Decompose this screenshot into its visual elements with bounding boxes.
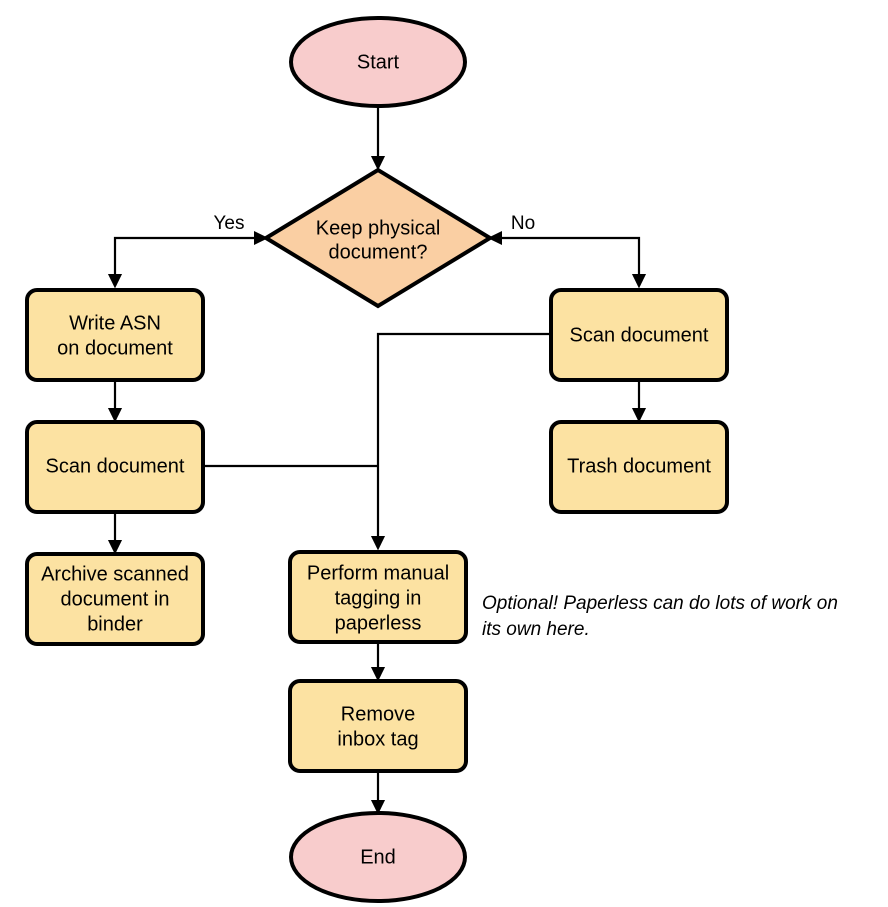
scan-document-right-label: Scan document	[570, 324, 709, 346]
remove-inbox-label-line2: inbox tag	[337, 728, 418, 750]
node-perform-manual-tagging[interactable]: Perform manual tagging in paperless	[288, 550, 468, 644]
decision-label-line2: document?	[329, 241, 428, 263]
edge-scan-right-to-tagging	[370, 332, 551, 551]
scan-document-left-label: Scan document	[46, 455, 185, 477]
node-remove-inbox-tag[interactable]: Remove inbox tag	[288, 679, 468, 773]
write-asn-box[interactable]	[25, 288, 205, 382]
edge-labels-layer: Yes No	[214, 213, 536, 234]
node-write-asn-on-document[interactable]: Write ASN on document	[25, 288, 205, 382]
edge-decision-yes-to-write-asn	[107, 230, 269, 289]
tagging-box[interactable]	[288, 550, 468, 644]
node-start[interactable]: Start	[289, 16, 467, 108]
note-line-1: Optional! Paperless can do lots of work …	[482, 593, 838, 614]
remove-inbox-tag-box[interactable]	[288, 679, 468, 773]
decision-diamond[interactable]	[262, 167, 494, 309]
scan-document-left-box[interactable]	[25, 420, 205, 514]
edge-label-no: No	[511, 213, 535, 234]
node-archive-scanned-document[interactable]: Archive scanned document in binder	[25, 552, 205, 646]
write-asn-label-line1: Write ASN	[69, 312, 161, 334]
note-line-2: its own here.	[482, 619, 590, 640]
tagging-label-line3: paperless	[335, 612, 422, 634]
edge-decision-no-to-scan-right	[487, 230, 647, 289]
scan-document-right-box[interactable]	[549, 288, 729, 382]
archive-label-line1: Archive scanned	[41, 563, 189, 585]
start-label: Start	[357, 51, 400, 73]
write-asn-label-line2: on document	[57, 337, 173, 359]
end-label: End	[360, 846, 396, 868]
end-ellipse[interactable]	[289, 811, 467, 903]
node-decision-keep-physical-document[interactable]: Keep physical document?	[262, 167, 494, 309]
archive-label-line3: binder	[87, 613, 143, 635]
node-scan-document-right[interactable]: Scan document	[549, 288, 729, 382]
node-end[interactable]: End	[289, 811, 467, 903]
node-scan-document-left[interactable]: Scan document	[25, 420, 205, 514]
decision-label-line1: Keep physical	[316, 217, 441, 239]
annotation-note: Optional! Paperless can do lots of work …	[482, 593, 838, 640]
trash-document-box[interactable]	[549, 420, 729, 514]
edges-layer	[107, 101, 647, 815]
archive-label-line2: document in	[61, 588, 170, 610]
edge-label-yes: Yes	[214, 213, 245, 234]
archive-box[interactable]	[25, 552, 205, 646]
tagging-label-line2: tagging in	[335, 587, 422, 609]
tagging-label-line1: Perform manual	[307, 562, 449, 584]
trash-document-label: Trash document	[567, 455, 711, 477]
node-trash-document[interactable]: Trash document	[549, 420, 729, 514]
remove-inbox-label-line1: Remove	[341, 703, 415, 725]
start-ellipse[interactable]	[289, 16, 467, 108]
